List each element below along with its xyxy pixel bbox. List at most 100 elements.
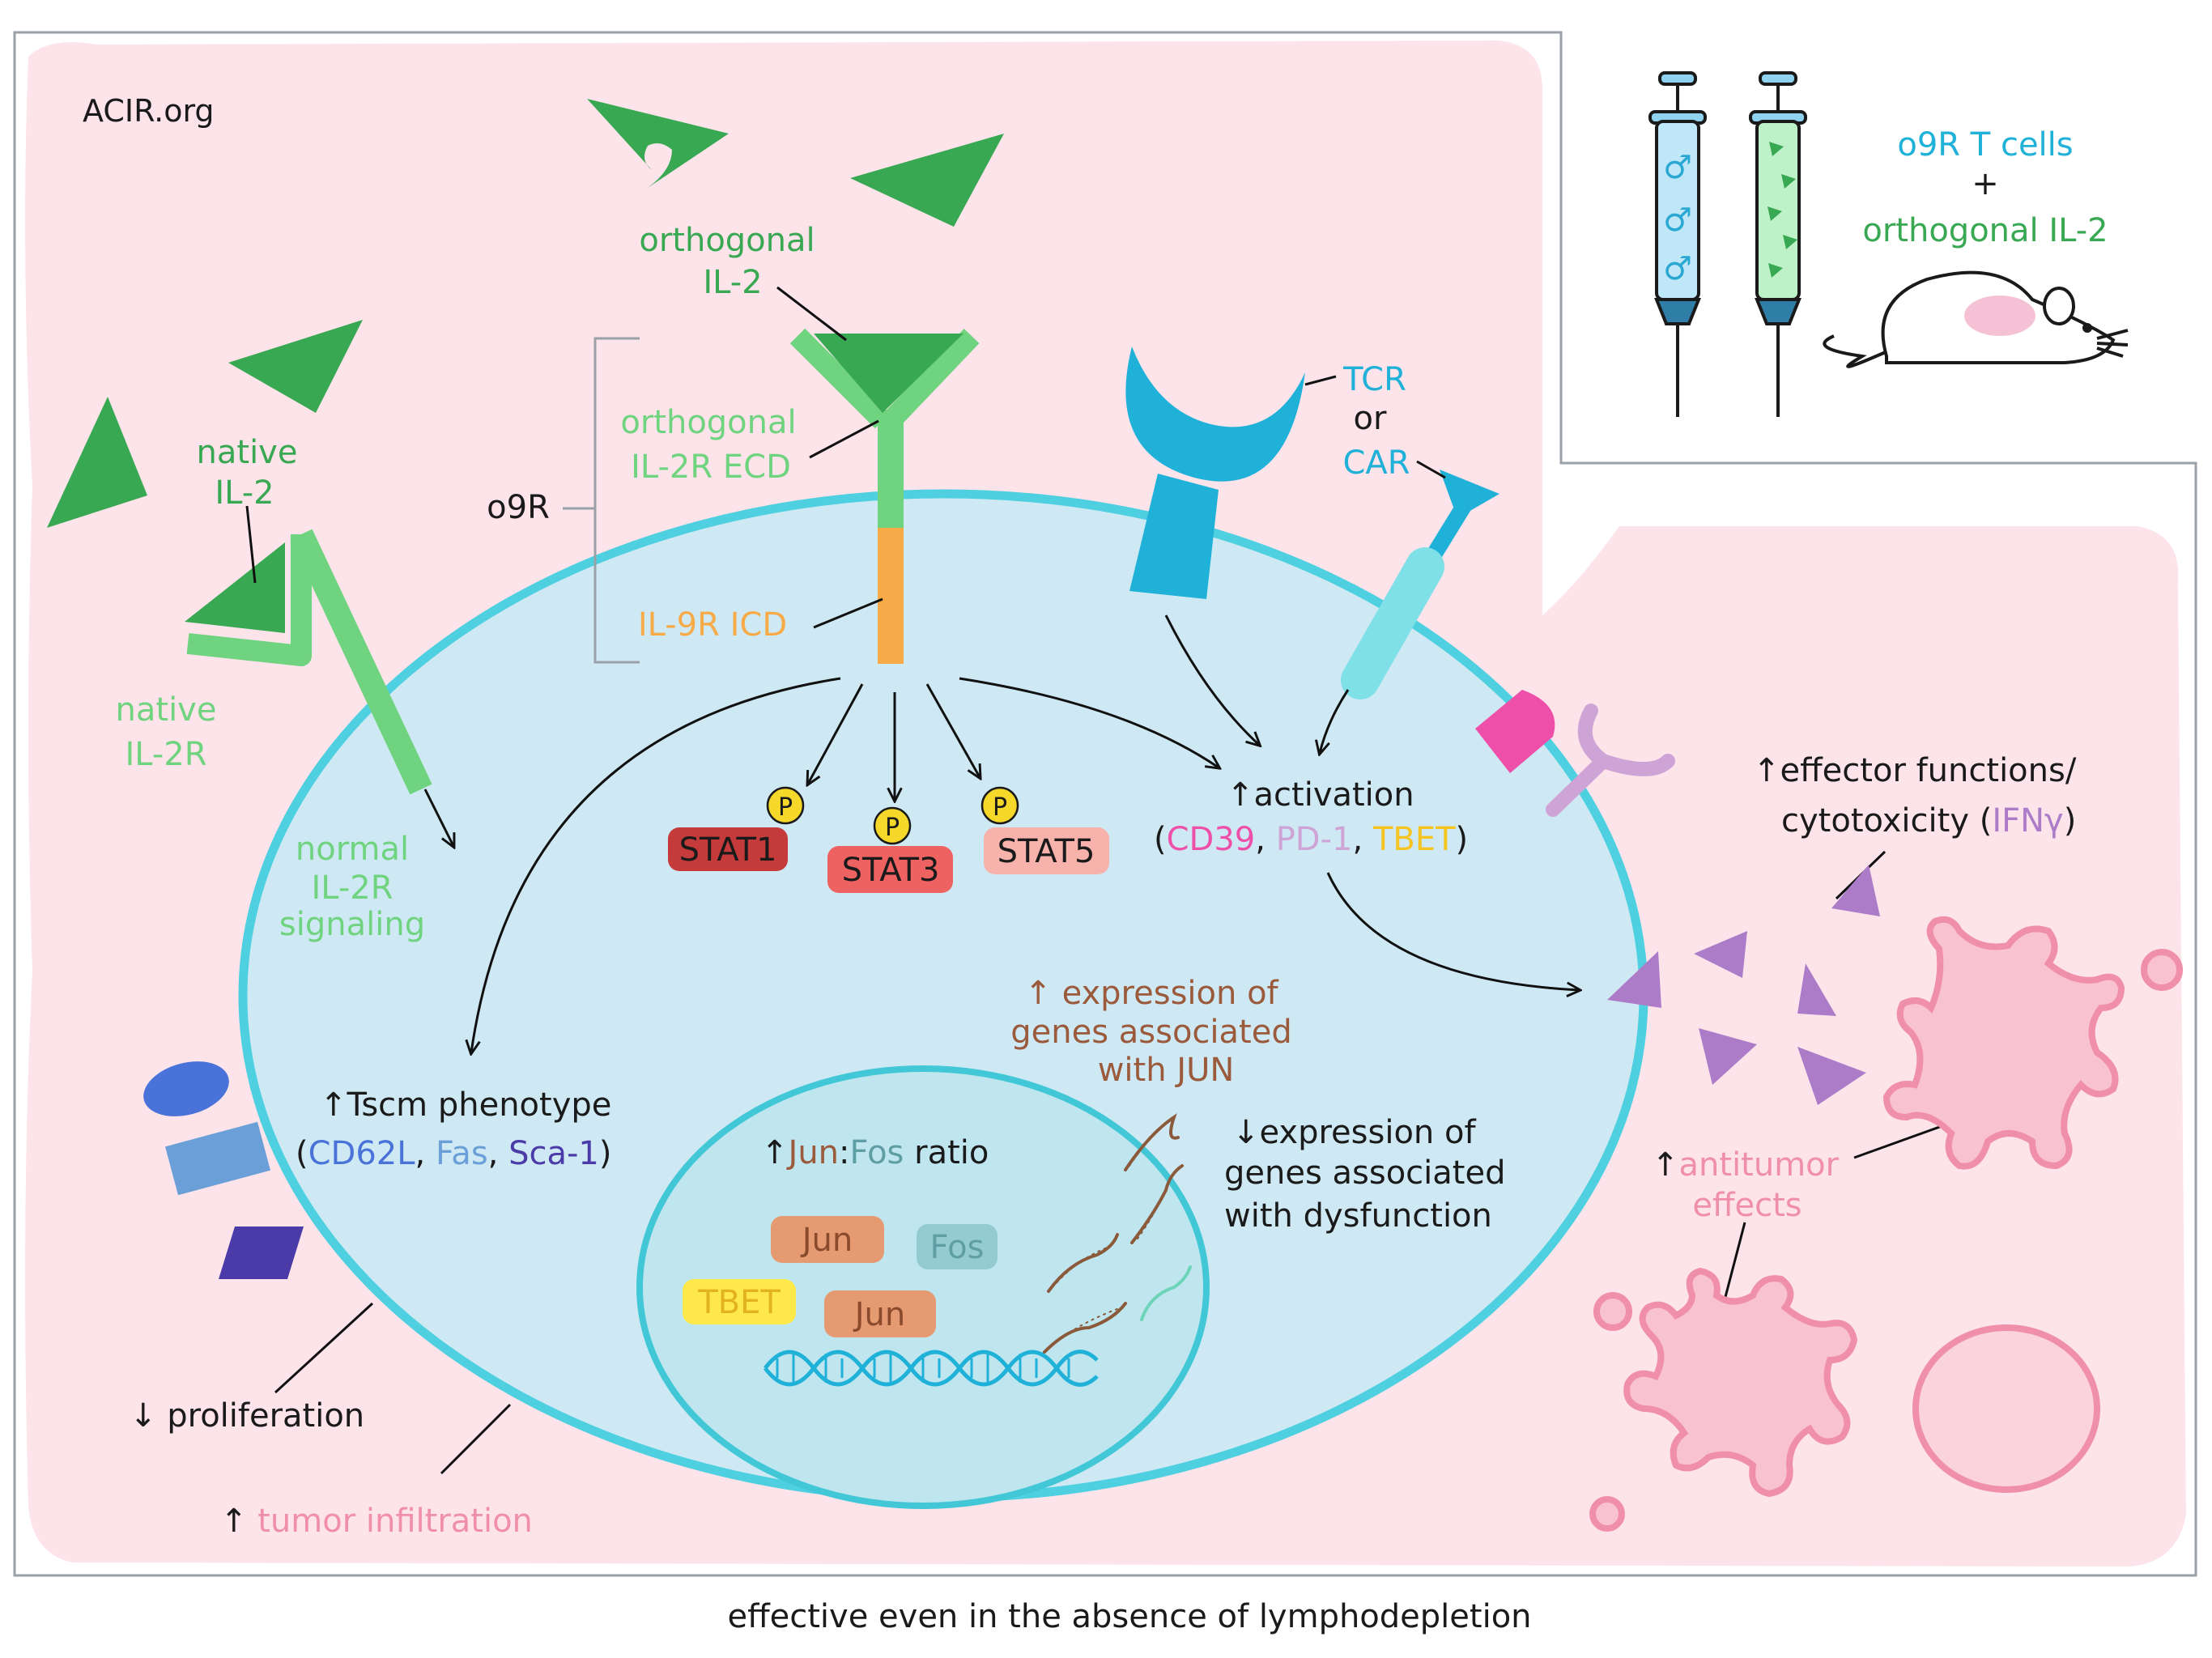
phosphate-label: P xyxy=(885,814,900,842)
syringe-icon: ♂ ♂ ♂ xyxy=(1648,71,1707,417)
jun-expression-2: genes associated xyxy=(1010,1014,1291,1051)
jun-box-2 xyxy=(824,1290,936,1337)
line-orth-il2 xyxy=(776,286,847,342)
effector-label-1: ↑effector functions/ xyxy=(1753,752,2077,789)
native-il2-triangle-icon xyxy=(228,320,363,413)
stat3-box xyxy=(827,846,953,893)
jun-box-1 xyxy=(771,1216,884,1263)
cd62l-marker xyxy=(143,1061,229,1116)
antitumor-label-1: ↑antitumor xyxy=(1652,1146,1840,1184)
ligands xyxy=(47,99,1004,528)
mouse-tail xyxy=(1823,334,1895,368)
car-transmembrane xyxy=(1341,547,1444,699)
surface-markers-left xyxy=(143,1061,304,1279)
stat-proteins: STAT1 P STAT3 P STAT5 P xyxy=(668,786,1109,893)
orth-ecd-label-2: IL-2R ECD xyxy=(631,449,791,486)
inset-o9r-label: o9R T cells xyxy=(1897,126,2073,164)
mouse-icon xyxy=(1823,270,2129,368)
stat1-label: STAT1 xyxy=(679,831,777,869)
dysfunction-2: genes associated xyxy=(1224,1154,1505,1192)
dysfunction-1: ↓expression of xyxy=(1232,1114,1476,1151)
jun-expression-1: ↑ expression of xyxy=(1024,975,1278,1012)
activation-label: ↑activation xyxy=(1227,776,1414,814)
t-cell-glyph: ♂ xyxy=(1663,250,1692,287)
or-label: or xyxy=(1354,400,1387,437)
tbet-box xyxy=(683,1279,796,1324)
normal-signaling-3: signaling xyxy=(279,906,425,943)
phosphate-label: P xyxy=(778,793,793,822)
ifng-triangle xyxy=(1797,1047,1866,1105)
car-receptor xyxy=(1341,470,1499,699)
syringe-icon xyxy=(1749,71,1807,417)
tcr-head xyxy=(1125,346,1305,482)
arrow-to-tscm xyxy=(471,677,841,1052)
mrna-strand-icon xyxy=(1043,1113,1192,1354)
stat5-label: STAT5 xyxy=(998,833,1095,870)
native-il2-label-2: IL-2 xyxy=(215,474,274,512)
tcr-receptor xyxy=(1125,346,1305,599)
pd1-marker xyxy=(1546,704,1675,817)
line-native-il2 xyxy=(245,505,257,584)
native-il2-bound-icon xyxy=(185,542,285,633)
ifng-triangle xyxy=(1699,1028,1757,1085)
arrow-car-to-activation xyxy=(1320,689,1350,753)
phosphate-label: P xyxy=(993,793,1007,822)
nucleus xyxy=(636,1065,1210,1509)
tumor-cell-icon xyxy=(1882,916,2125,1170)
ifng-molecules xyxy=(1607,865,1880,1105)
ifng-triangle xyxy=(1607,951,1661,1008)
line-il9r-icd xyxy=(813,597,883,629)
phosphate-icon xyxy=(873,806,912,845)
nucleus-contents: Jun Fos TBET Jun xyxy=(683,1113,1192,1387)
dysfunction-3: with dysfunction xyxy=(1224,1197,1492,1235)
fos-box-label: Fos xyxy=(930,1229,985,1266)
line-antitumor xyxy=(1853,1120,1956,1159)
cd39-marker xyxy=(1475,690,1555,773)
tumor-infiltration-label: ↑ tumor infiltration xyxy=(220,1503,533,1540)
ifng-triangle xyxy=(1797,963,1836,1016)
phosphate-icon xyxy=(981,786,1019,825)
jun-fos-ratio: ↑Jun:Fos ratio xyxy=(761,1134,989,1171)
native-il2-label-1: native xyxy=(197,434,298,471)
normal-signaling-2: IL-2R xyxy=(311,869,393,907)
arrow-to-stat5 xyxy=(925,683,980,777)
line-proliferation xyxy=(274,1302,374,1394)
native-il2r-label-2: IL-2R xyxy=(125,736,206,773)
fas-marker xyxy=(164,1121,271,1196)
native-il2-triangle-icon xyxy=(47,397,147,528)
line-tumor-infiltration xyxy=(440,1403,512,1475)
arrow-o9r-to-activation xyxy=(959,677,1219,767)
line-car xyxy=(1416,460,1446,479)
syringe-1-top xyxy=(1658,71,1697,86)
orthogonal-il2-bound-icon xyxy=(814,334,963,413)
phosphate-icon xyxy=(766,786,805,825)
tumor-bleb xyxy=(2141,949,2183,991)
orthogonal-il2-triangle-icon xyxy=(587,99,729,188)
arrow-activation-to-effector xyxy=(1326,872,1579,990)
frame-border xyxy=(13,31,2197,1577)
car-label: CAR xyxy=(1342,444,1410,482)
orth-il2-label-2: IL-2 xyxy=(703,264,762,301)
tcr-label: TCR xyxy=(1342,361,1406,398)
effector-label-2: cytotoxicity (IFNγ) xyxy=(1781,802,2076,840)
orthogonal-il2-triangle-icon xyxy=(850,134,1004,227)
tbet-box-label: TBET xyxy=(697,1284,781,1321)
tumor-bleb xyxy=(1589,1496,1625,1532)
line-tcr xyxy=(1304,375,1337,386)
syringe-2-top xyxy=(1759,71,1797,86)
fos-box xyxy=(917,1224,998,1269)
tumor-cell-icon xyxy=(1912,1324,2100,1493)
tumor-bleb xyxy=(1593,1292,1632,1331)
o9r-label: o9R xyxy=(487,489,550,526)
orth-il2-label-1: orthogonal xyxy=(639,222,815,259)
sca1-marker xyxy=(219,1226,304,1279)
mouse-pink-spot xyxy=(1964,295,2035,336)
normal-signaling-1: normal xyxy=(296,831,409,868)
stat3-label: STAT3 xyxy=(842,852,940,889)
tumor-cells xyxy=(1589,916,2183,1532)
arrow-tcr-to-activation xyxy=(1164,614,1259,745)
native-il2r-receptor xyxy=(185,529,432,795)
inset-panel: ♂ ♂ ♂ o9R T cells + or xyxy=(1563,34,2194,461)
footer-caption: effective even in the absence of lymphod… xyxy=(727,1598,1531,1635)
